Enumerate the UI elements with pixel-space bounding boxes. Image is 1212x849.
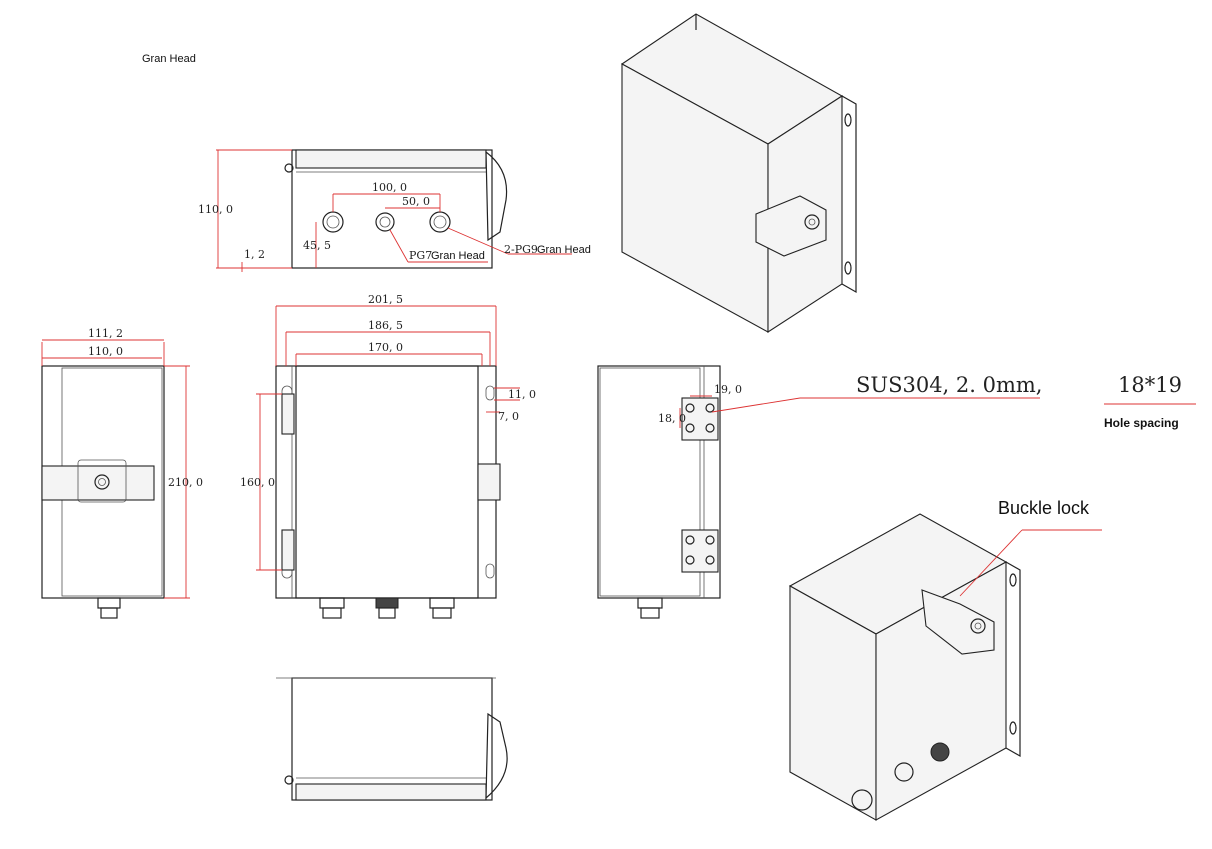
material-spec: SUS304, 2. 0mm, [856,373,1042,397]
dim-front-hole-spacing: 160, 0 [240,476,275,489]
label-gran-head-title: Gran Head [142,53,196,65]
label-pg7-gran-head: Gran Head [431,250,485,262]
isometric-bottom [788,513,1102,821]
dim-front-slot-w: 11, 0 [508,388,536,401]
label-pg7: PG7 [409,249,432,262]
label-pg9: 2-PG9 [504,243,538,256]
dim-top-height: 110, 0 [198,203,233,216]
dim-front-slot-h: 7, 0 [498,410,519,423]
dim-top-hole-gap: 50, 0 [402,195,430,208]
front-gland-left [319,597,345,619]
label-pg9-gran-head: Gran Head [537,244,591,256]
dim-front-w-mid: 186, 5 [368,319,403,332]
dim-top-hole-offset: 45, 5 [303,239,331,252]
hinge-top [681,397,719,441]
dim-side-w-outer: 111, 2 [88,327,123,340]
front-gland-right [429,597,455,619]
dim-right-hinge-w: 19, 0 [714,383,742,396]
right-side-view: 19, 0 18, 0 [597,365,1040,619]
pg7-gland [375,212,395,232]
front-view: 201, 5 186, 5 170, 0 11, 0 7, 0 160, 0 [240,293,536,619]
dim-front-w-inner: 170, 0 [368,341,403,354]
bottom-view [276,677,508,801]
front-gland-mid [375,597,399,619]
dim-top-width-holes: 100, 0 [372,181,407,194]
hole-size: 18*19 [1118,373,1182,397]
pg9-gland-right [429,211,451,233]
pg9-gland-left [322,211,344,233]
dim-front-w-outer: 201, 5 [368,293,403,306]
buckle-lock-label: Buckle lock [998,498,1090,518]
dim-right-hinge-h: 18, 0 [658,412,686,425]
left-side-view: 111, 2 110, 0 210, 0 [41,327,203,619]
hole-spacing-label: Hole spacing [1104,416,1179,430]
isometric-front [620,13,857,334]
dim-side-w-inner: 110, 0 [88,345,123,358]
top-view: 110, 0 100, 0 50, 0 45, 5 1, 2 PG7 Gran … [198,149,591,272]
dim-side-height: 210, 0 [168,476,203,489]
hinge-bottom [681,529,719,573]
dim-top-flange: 1, 2 [244,248,265,261]
